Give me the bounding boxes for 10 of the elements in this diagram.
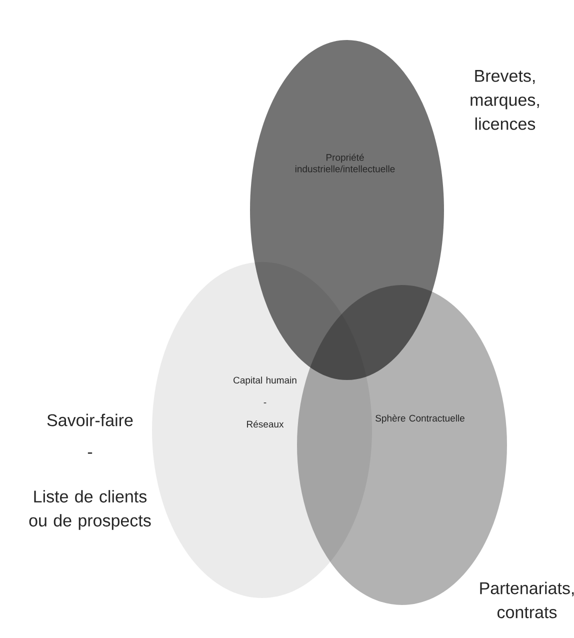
ellipse-label: - xyxy=(264,402,266,404)
side-label: Partenariats, contrats xyxy=(480,582,574,618)
side-label: Savoir-faire xyxy=(47,414,133,426)
side-label: Liste de clients ou de prospects xyxy=(29,490,151,530)
ellipse-label: Propriété industrielle/intellectuelle xyxy=(295,154,395,172)
side-label: Brevets, marques, licences xyxy=(470,70,539,130)
side-label: - xyxy=(88,452,92,454)
ellipse-label: Sphère Contractuelle xyxy=(376,414,464,424)
ellipse-label: Capital humain xyxy=(234,376,296,386)
ellipse-label: Réseaux xyxy=(247,420,284,428)
